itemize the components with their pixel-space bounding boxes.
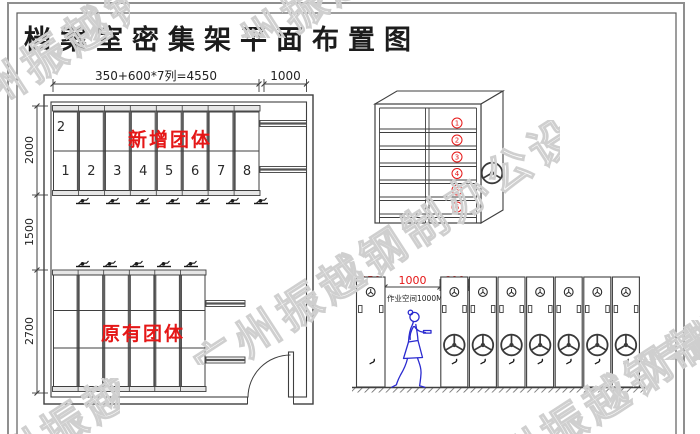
elevation-panels xyxy=(440,276,640,388)
elevation-panel xyxy=(611,276,640,388)
label-existing-group: 原有团体 xyxy=(101,322,185,345)
door xyxy=(247,351,295,398)
rack-number-5: 5 xyxy=(165,164,173,179)
cabinet-shelves xyxy=(379,128,477,218)
dimension-left: 2000 1500 2700 xyxy=(23,103,48,396)
elevation-panel-end xyxy=(355,276,386,388)
rack-number-2: 2 xyxy=(87,164,95,179)
dim-label-2700: 2700 xyxy=(23,317,36,345)
rack-number-4: 4 xyxy=(139,164,147,179)
elevation-panel xyxy=(497,276,526,388)
sheet-border xyxy=(7,2,685,434)
page-title: 档案室密集架平面布置图 xyxy=(24,25,420,56)
elevation-panel xyxy=(526,276,555,388)
shelf-number-3: 3 xyxy=(455,154,459,162)
rack-number-3: 3 xyxy=(113,164,121,179)
label-new-group: 新增团体 xyxy=(128,128,212,151)
rack-corner-number: 2 xyxy=(57,120,65,135)
elevation-view: 350 1000 600 作业空间1000MM xyxy=(352,274,646,393)
crank-handles-top-block xyxy=(75,197,269,205)
shelving-block-new: 2 1 2 3 4 5 6 7 8 新增团体 xyxy=(52,105,307,205)
elevation-panel xyxy=(440,276,469,388)
dim-label-2000: 2000 xyxy=(23,136,36,164)
floor-rails-top xyxy=(259,120,307,173)
elevation-panel xyxy=(583,276,612,388)
dimension-top: 350+600*7列=4550 1000 xyxy=(50,69,310,92)
cabinet-3d-view: 1 2 3 4 5 6 xyxy=(372,90,506,224)
ground-hatch xyxy=(352,386,646,393)
room-walls xyxy=(43,94,314,406)
crank-handles-bottom-block xyxy=(75,260,199,268)
shelf-number-6: 6 xyxy=(455,204,460,212)
dim-label-1500: 1500 xyxy=(23,218,36,246)
shelving-block-existing: 原有团体 xyxy=(52,260,246,392)
dim-label-1000: 1000 xyxy=(270,69,301,83)
shelf-number-2: 2 xyxy=(455,137,459,145)
dim-label-4550: 350+600*7列=4550 xyxy=(95,69,217,83)
rack-number-8: 8 xyxy=(243,164,251,179)
elevation-panel xyxy=(554,276,583,388)
workspace-note: 作业空间1000MM xyxy=(387,293,449,303)
person-figure xyxy=(391,309,432,388)
floor-rails-bottom xyxy=(205,300,246,364)
rack-number-6: 6 xyxy=(191,164,199,179)
elevation-panel xyxy=(468,276,497,388)
shelf-number-1: 1 xyxy=(455,120,459,128)
cabinet-crank-wheel-icon xyxy=(480,161,504,185)
rack-number-1: 1 xyxy=(61,164,69,179)
elev-dim-1000: 1000 xyxy=(399,274,427,287)
rack-number-7: 7 xyxy=(217,164,225,179)
shelf-number-badges: 1 2 3 4 5 6 xyxy=(451,117,463,213)
shelf-number-5: 5 xyxy=(455,187,459,195)
shelf-number-4: 4 xyxy=(455,170,460,178)
